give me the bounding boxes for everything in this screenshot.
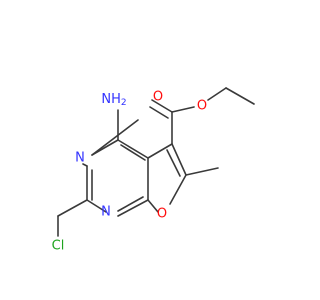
bond	[169, 174, 187, 205]
bond	[86, 199, 107, 213]
bond	[207, 87, 227, 101]
carbonyl-oxygen: O	[153, 90, 163, 105]
bond	[57, 199, 88, 217]
bond	[147, 199, 159, 213]
amino-label: NH2	[101, 92, 126, 109]
bond	[149, 106, 169, 119]
molecule-canvas: NH2 N N O O O Cl	[52, 87, 255, 254]
bond	[151, 99, 173, 113]
furan-oxygen: O	[157, 207, 167, 222]
bond	[166, 149, 181, 177]
bond	[120, 144, 146, 161]
ring-nitrogen-2: N	[101, 205, 111, 220]
molecule-structure: NH2 N N O O O Cl	[52, 87, 255, 254]
ester-oxygen: O	[197, 99, 207, 114]
bond	[185, 167, 219, 176]
bond	[117, 196, 144, 212]
bond	[82, 163, 88, 167]
bond	[117, 139, 149, 159]
bond	[91, 119, 139, 156]
ring-nitrogen-1: N	[75, 151, 85, 166]
bond	[147, 143, 173, 159]
bond	[225, 87, 255, 105]
chlorine-label: Cl	[52, 239, 65, 254]
amino-subscript: 2	[121, 98, 127, 108]
bond	[171, 106, 195, 113]
bond	[171, 143, 187, 176]
bond	[117, 199, 149, 217]
